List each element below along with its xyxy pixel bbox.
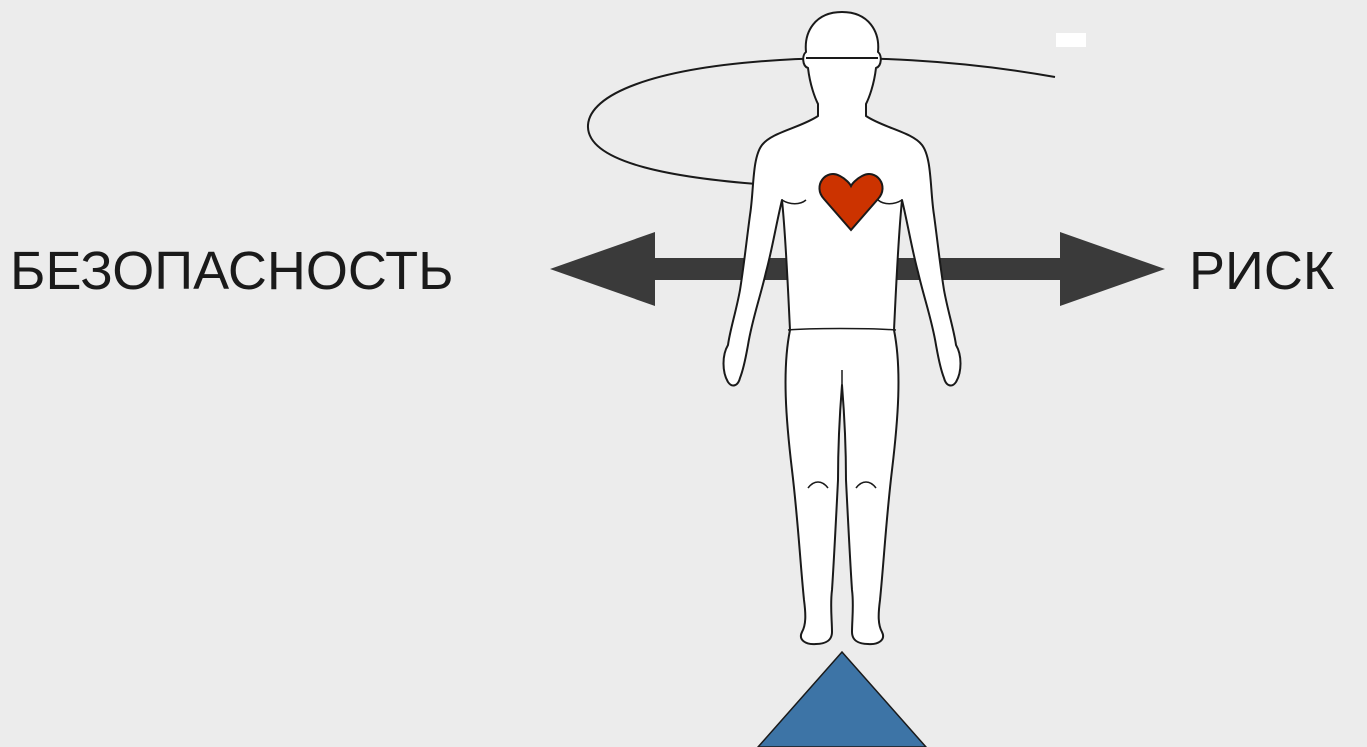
triangle-fulcrum-icon	[758, 652, 926, 747]
marker	[1056, 33, 1086, 47]
risk-label: РИСК	[1189, 244, 1334, 298]
safety-label: БЕЗОПАСНОСТЬ	[10, 244, 454, 298]
human-body-icon	[724, 12, 961, 644]
